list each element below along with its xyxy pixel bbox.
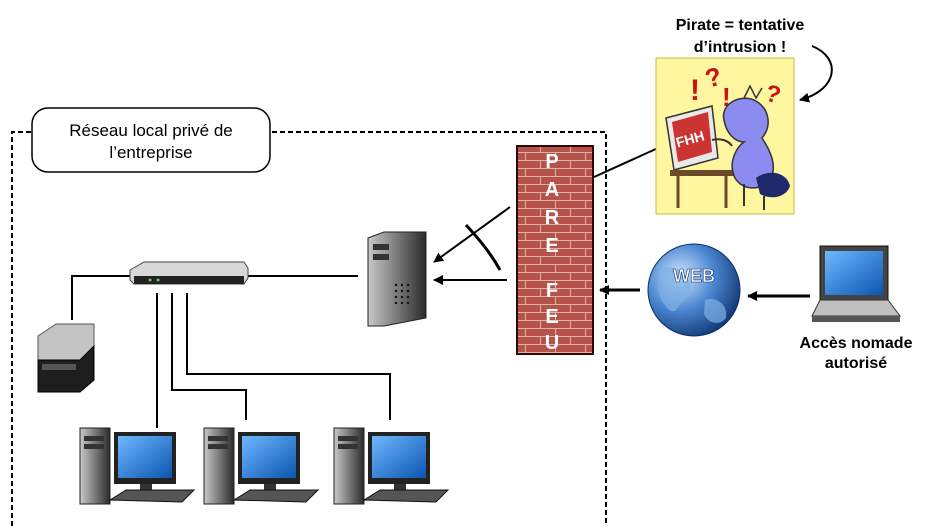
globe-icon: WEB xyxy=(647,243,741,337)
firewall-letter: R xyxy=(545,207,560,229)
printer-icon xyxy=(37,323,95,393)
web-label: WEB xyxy=(673,266,715,286)
connection-lines xyxy=(71,147,659,428)
arrows xyxy=(433,45,833,301)
router-icon xyxy=(129,261,249,285)
firewall-letter: U xyxy=(545,332,559,354)
nomade-label-line2: autorisé xyxy=(825,355,887,372)
network-label-box: Réseau local privé de l’entreprise xyxy=(31,107,271,173)
nomade-label-line1: Accès nomade xyxy=(800,335,913,352)
block-cross xyxy=(464,223,502,271)
network-boundary xyxy=(11,131,607,526)
desktop-computer-icon xyxy=(333,427,450,505)
firewall-letter: P xyxy=(545,151,558,173)
network-label-line2: l’entreprise xyxy=(109,143,192,162)
pirate-label-arrow xyxy=(799,45,833,103)
firewall-letter: E xyxy=(545,306,558,328)
laptop-icon xyxy=(811,245,901,322)
network-label-line1: Réseau local privé de xyxy=(69,121,232,140)
pirate-mark: ? xyxy=(762,80,783,110)
router-printer-line xyxy=(71,275,130,320)
pirate-firewall-line xyxy=(593,147,659,178)
server-tower-icon xyxy=(367,231,427,327)
pirate-illustration: ! ? ! ? FHH xyxy=(655,57,795,215)
desktop-computer-icon xyxy=(203,427,320,505)
pirate-screen-text: FHH xyxy=(674,127,706,150)
router-pc3-line xyxy=(186,293,391,420)
blocked-arrow xyxy=(433,206,511,263)
pirate-mark: ! xyxy=(722,82,731,112)
router-pc2-line xyxy=(171,293,247,420)
firewall: P A R E F E U xyxy=(516,145,594,355)
pirate-label-line2: d’intrusion ! xyxy=(694,39,786,56)
firewall-letter: E xyxy=(545,235,558,257)
pirate-mark: ? xyxy=(702,61,725,94)
desktop-computer-icon xyxy=(79,427,196,505)
pirate-mark: ! xyxy=(690,74,700,107)
firewall-letter: A xyxy=(545,179,559,201)
firewall-letter: F xyxy=(546,280,558,302)
pirate-label-line1: Pirate = tentative xyxy=(676,17,805,34)
